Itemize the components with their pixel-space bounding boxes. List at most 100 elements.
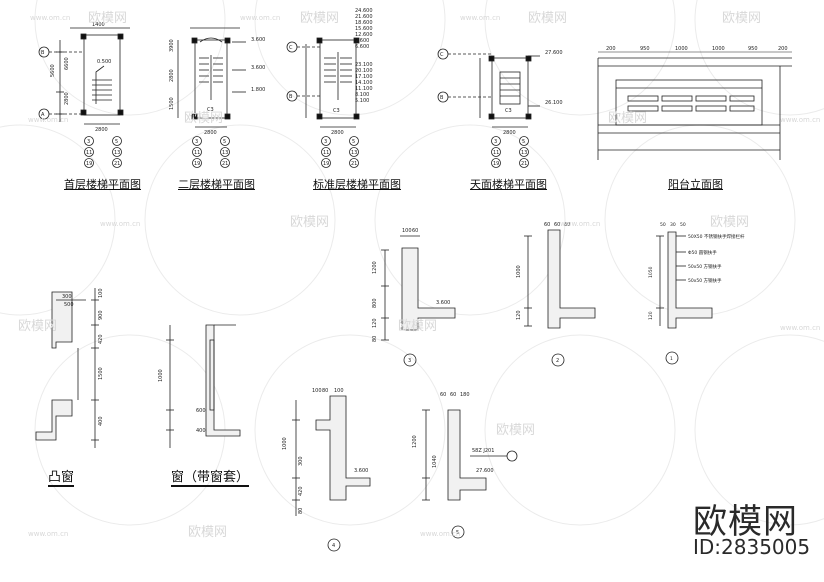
- section-1-note-4: 50x50 方钢扶手: [688, 277, 722, 284]
- ground-axis-13: 13: [114, 150, 120, 156]
- standard-axis-11: 11: [323, 150, 329, 156]
- watermark-brand-6: 欧模网: [608, 111, 647, 126]
- bay-window-detail: [35, 288, 99, 448]
- ground-axis-bottom: A: [41, 112, 45, 118]
- roof-plan: [437, 48, 540, 168]
- section-4-dim-5: 300: [298, 456, 304, 466]
- watermark-brand-3: 欧模网: [528, 11, 567, 26]
- second-elev-3: 1.800: [251, 87, 265, 93]
- section-3-dim-4: 800: [372, 298, 378, 308]
- balcony-dim-3: 1000: [675, 46, 688, 52]
- window-dim-1: 1000: [158, 369, 164, 382]
- roof-label: C3: [505, 108, 512, 114]
- roof-axis-13: 13: [521, 150, 527, 156]
- section-1-note-2: Φ50 圆钢扶手: [688, 249, 717, 256]
- standard-elev-top-5: 12.600: [355, 32, 373, 38]
- watermark-brand-4: 欧模网: [722, 11, 761, 26]
- ground-side-dim-2: 6600: [64, 57, 70, 70]
- section-2-dim-5: 120: [516, 310, 522, 320]
- roof-plan-title: 天面楼梯平面图: [470, 178, 547, 191]
- ground-side-dim-1: 5600: [50, 64, 56, 77]
- section-2: [524, 229, 596, 367]
- second-elev-1: 3.600: [251, 37, 265, 43]
- watermark-brand-2: 欧模网: [300, 11, 339, 26]
- watermark-brand-5: 欧模网: [184, 111, 223, 126]
- standard-elev-top-4: 15.600: [355, 26, 373, 32]
- watermark-circles: [0, 0, 824, 526]
- ground-top-dim: 1400: [92, 22, 105, 28]
- section-2-dim-1: 60: [544, 222, 550, 228]
- section-5: [422, 409, 518, 539]
- balcony-elevation-title: 阳台立面图: [668, 178, 723, 191]
- balcony-dim-5: 950: [748, 46, 758, 52]
- window-dim-2: 600: [196, 408, 206, 414]
- section-4-dim-7: 80: [298, 508, 304, 514]
- section-1-dim-2: 30: [670, 222, 676, 228]
- window-title: 窗（带窗套）: [171, 466, 250, 487]
- brand-logo-text: 欧模网: [693, 502, 798, 542]
- roof-axis-bottom: B: [440, 95, 444, 101]
- watermark-brand-9: 欧模网: [18, 319, 57, 334]
- watermark-url-8: www.om.cn: [780, 324, 820, 332]
- bay-dim-6: 1500: [98, 367, 104, 380]
- standard-elev-bottom-4: 14.100: [355, 80, 373, 86]
- second-side-dim-1: 3900: [169, 39, 175, 52]
- bay-dim-4: 900: [98, 310, 104, 320]
- bay-dim-3: 500: [64, 302, 74, 308]
- ground-elev: 0.500: [97, 59, 111, 65]
- watermark-brand-11: 欧模网: [496, 423, 535, 438]
- section-3: [381, 235, 456, 367]
- standard-axis-19: 19: [323, 161, 329, 167]
- section-5-elev-2: 58Z J201: [472, 448, 494, 454]
- section-5-number: 5: [456, 530, 459, 536]
- section-4-dim-6: 420: [298, 486, 304, 496]
- bay-dim-2: 300: [62, 294, 72, 300]
- section-3-dim-2: 60: [412, 228, 418, 234]
- standard-axis-5: 5: [352, 139, 355, 145]
- bay-dim-7: 400: [98, 416, 104, 426]
- roof-axis-3: 3: [494, 139, 497, 145]
- roof-axis-19: 19: [493, 161, 499, 167]
- standard-elev-bottom-1: 23.100: [355, 62, 373, 68]
- second-side-dim-3: 1500: [169, 97, 175, 110]
- second-elev-2: 3.600: [251, 65, 265, 71]
- roof-elev-2: 26.100: [545, 100, 563, 106]
- second-axis-13: 13: [222, 150, 228, 156]
- section-4-dim-3: 100: [334, 388, 344, 394]
- watermark-brand-1: 欧模网: [88, 11, 127, 26]
- ground-axis-21: 21: [114, 161, 120, 167]
- section-1-number: 1: [670, 356, 673, 362]
- section-1: [656, 231, 713, 365]
- second-axis-19: 19: [194, 161, 200, 167]
- section-4-dim-1: 100: [312, 388, 322, 394]
- standard-elev-top-7: 6.600: [355, 44, 369, 50]
- balcony-dim-2: 950: [640, 46, 650, 52]
- roof-elev-1: 27.600: [545, 50, 563, 56]
- watermark-url-4: www.om.cn: [28, 116, 68, 124]
- standard-elev-bottom-5: 11.100: [355, 86, 373, 92]
- standard-axis-top: C: [289, 45, 293, 51]
- watermark-url-9: www.om.cn: [28, 530, 68, 538]
- watermark-marks: 欧模网 欧模网 欧模网 欧模网 欧模网 欧模网 欧模网 欧模网 欧模网 欧模网 …: [18, 11, 761, 540]
- watermark-url-10: www.om.cn: [420, 530, 460, 538]
- section-3-elev: 3.600: [436, 300, 450, 306]
- section-5-dim-1: 60: [440, 392, 446, 398]
- ground-axis-5: 5: [115, 139, 118, 145]
- second-plan-title: 二层楼梯平面图: [178, 178, 255, 191]
- section-3-dim-5: 120: [372, 318, 378, 328]
- standard-label: C3: [333, 108, 340, 114]
- section-4-dim-2: 80: [322, 388, 328, 394]
- standard-elev-bottom-2: 20.100: [355, 68, 373, 74]
- ground-axis-19: 19: [86, 161, 92, 167]
- bay-dim-5: 420: [98, 334, 104, 344]
- watermark-brand-7: 欧模网: [290, 215, 329, 230]
- second-label: C3: [207, 107, 214, 113]
- watermark-brand-10: 欧模网: [398, 319, 437, 334]
- second-side-dim-2: 2800: [169, 69, 175, 82]
- second-axis-3: 3: [195, 139, 198, 145]
- second-axis-21: 21: [222, 161, 228, 167]
- watermark-url-1: www.om.cn: [30, 14, 70, 22]
- section-1-note-1: 50X50 不锈钢扶手焊接栏杆: [688, 233, 745, 240]
- standard-elev-bottom-3: 17.100: [355, 74, 373, 80]
